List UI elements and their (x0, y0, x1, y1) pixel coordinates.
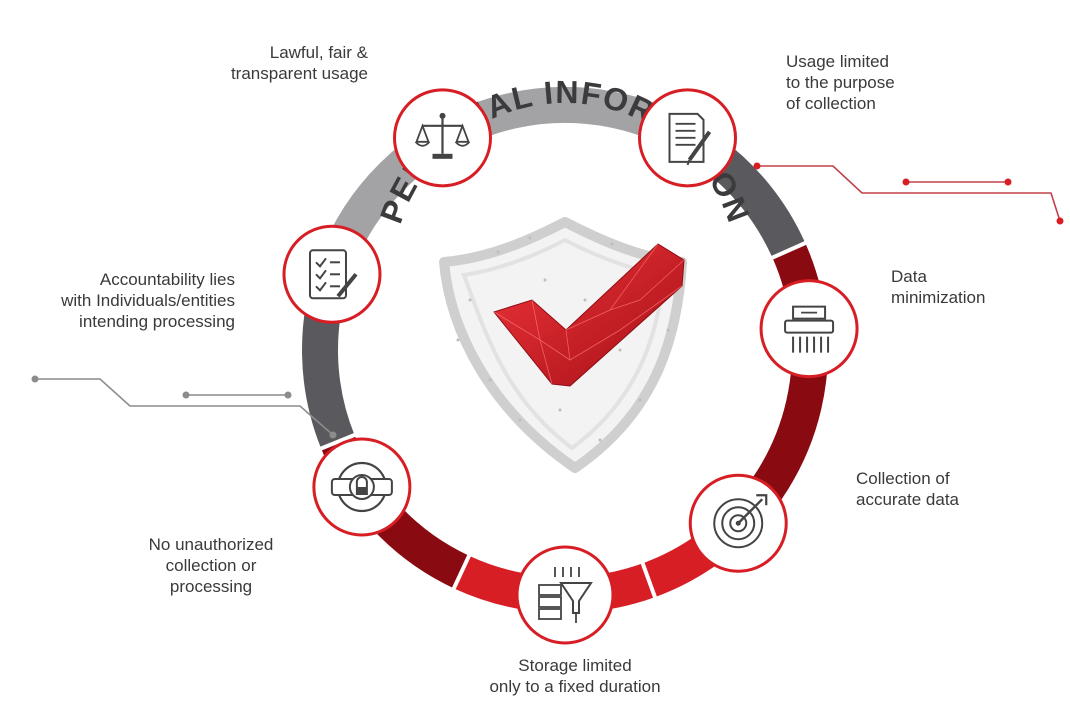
checklist-icon (308, 249, 358, 300)
ring-divider (451, 553, 472, 591)
node-minimization-circle (759, 279, 859, 379)
connector-line-left (35, 378, 334, 436)
ring-divider (640, 561, 658, 599)
server-funnel-icon (538, 567, 593, 623)
node-lawful (393, 88, 492, 188)
node-minimization (759, 279, 859, 379)
connector-lines (31, 162, 1064, 439)
label-lawful: Lawful, fair &transparent usage (230, 43, 368, 83)
principle-nodes (282, 88, 859, 645)
connector-line-right (757, 165, 1061, 222)
target-arrow-icon (713, 494, 768, 549)
safe-lock-icon (330, 461, 393, 513)
scales-icon (414, 112, 471, 159)
node-purpose (638, 88, 737, 188)
shield-check-icon (439, 217, 687, 473)
ring-divider (770, 240, 807, 260)
shredder-icon (784, 305, 835, 353)
ring-divider (319, 432, 357, 451)
node-accountability (282, 224, 382, 324)
node-accuracy (688, 473, 788, 573)
node-storage (515, 545, 615, 645)
node-storage-circle (515, 545, 615, 645)
document-pen-icon (668, 112, 712, 166)
node-unauthorized (312, 437, 412, 537)
